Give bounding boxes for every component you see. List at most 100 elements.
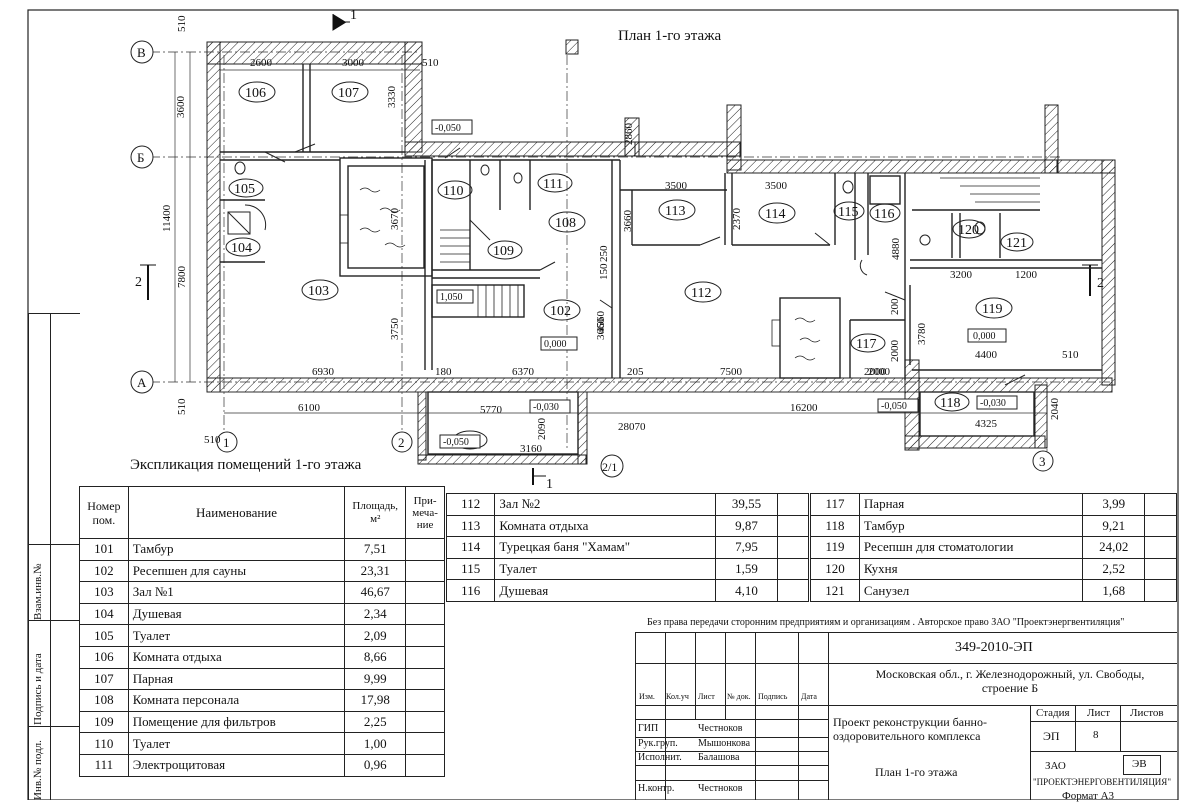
sauna-heater-icon — [339, 187, 821, 361]
cell-area: 2,52 — [1082, 557, 1146, 581]
cell-name: Парная — [127, 667, 346, 691]
side-label-replace: Взам.инв.№ — [32, 563, 44, 621]
svg-text:6100: 6100 — [298, 402, 321, 414]
toilet-icon — [234, 161, 986, 235]
svg-text:510: 510 — [1062, 349, 1079, 361]
svg-text:117: 117 — [856, 337, 876, 352]
cell-no: 120 — [810, 557, 860, 581]
cell-note — [1144, 557, 1177, 581]
col-name: Наименование — [127, 486, 346, 539]
svg-text:114: 114 — [765, 207, 785, 222]
level-marks: -0,050 1,050 0,000 -0,030 -0,050 -0,030 … — [431, 119, 1018, 449]
cell-area: 7,51 — [344, 538, 407, 561]
room-113: 113 — [658, 199, 696, 221]
svg-text:110: 110 — [443, 184, 463, 199]
stamp-col-kol: Кол.уч — [666, 692, 689, 701]
format-label: Формат А3 — [1062, 790, 1115, 802]
svg-text:2090: 2090 — [536, 418, 548, 441]
svg-text:106: 106 — [245, 86, 266, 101]
cell-area: 2,25 — [344, 710, 407, 734]
room-119: 119 — [975, 297, 1013, 319]
address: Московская обл., г. Железнодорожный, ул.… — [875, 667, 1145, 695]
svg-text:121: 121 — [1006, 236, 1027, 251]
interior-walls — [220, 64, 1102, 455]
svg-text:-0,050: -0,050 — [881, 401, 907, 412]
cell-note — [405, 732, 445, 755]
company-name: "ПРОЕКТЭНЕРГОВЕНТИЛЯЦИЯ" — [1033, 777, 1171, 787]
svg-text:115: 115 — [838, 205, 858, 220]
svg-text:3660: 3660 — [622, 210, 634, 233]
cell-note — [405, 538, 445, 561]
cell-area: 1,68 — [1082, 579, 1146, 602]
col-area: Площадь, м² — [344, 486, 407, 539]
svg-text:103: 103 — [308, 284, 329, 299]
svg-text:2600: 2600 — [250, 57, 273, 69]
door-swings — [244, 143, 1026, 386]
svg-text:7500: 7500 — [720, 366, 743, 378]
svg-text:-0,050: -0,050 — [435, 123, 461, 134]
svg-text:2/1: 2/1 — [602, 460, 617, 474]
svg-text:2370: 2370 — [731, 208, 743, 231]
room-115: 115 — [833, 201, 865, 221]
plan-title: План 1-го этажа — [618, 28, 721, 44]
col-number: Номер пом. — [79, 486, 129, 539]
svg-text:3780: 3780 — [916, 323, 928, 346]
svg-text:3160: 3160 — [520, 443, 543, 455]
cell-area: 2,34 — [344, 602, 407, 626]
svg-text:-0,030: -0,030 — [533, 402, 559, 413]
room-114: 114 — [758, 202, 796, 224]
cell-no: 103 — [79, 581, 129, 604]
cell-no: 101 — [79, 538, 129, 561]
cell-area: 1,00 — [344, 732, 407, 755]
cell-note — [1144, 493, 1177, 516]
cell-note — [405, 645, 445, 669]
svg-text:4560: 4560 — [595, 311, 607, 334]
cell-no: 108 — [79, 689, 129, 712]
cell-name: Санузел — [858, 579, 1084, 602]
svg-text:4400: 4400 — [975, 349, 998, 361]
svg-text:11400: 11400 — [161, 204, 173, 232]
svg-text:107: 107 — [338, 86, 359, 101]
svg-text:1200: 1200 — [1015, 269, 1038, 281]
room-121: 121 — [1000, 232, 1034, 252]
room-116: 116 — [869, 203, 901, 223]
svg-text:-0,050: -0,050 — [443, 437, 469, 448]
cell-area: 24,02 — [1082, 536, 1146, 559]
cell-no: 109 — [79, 710, 129, 734]
svg-text:16200: 16200 — [790, 402, 818, 414]
stamp-col-doc: № док. — [727, 692, 751, 701]
cell-area: 0,96 — [344, 753, 407, 777]
stamp-col-date: Дата — [801, 692, 817, 701]
role-head: Рук.груп. — [638, 738, 678, 749]
cell-name: Комната отдыха — [494, 514, 717, 538]
cell-name: Туалет — [494, 557, 717, 581]
cell-note — [405, 581, 445, 604]
cell-area: 23,31 — [344, 559, 407, 583]
svg-text:108: 108 — [555, 216, 576, 231]
cell-no: 110 — [79, 732, 129, 755]
cell-name: Кухня — [858, 557, 1084, 581]
svg-text:2: 2 — [135, 275, 142, 290]
svg-text:116: 116 — [874, 207, 894, 222]
svg-text:6370: 6370 — [512, 366, 535, 378]
cell-note — [1144, 536, 1177, 559]
cell-name: Душевая — [127, 602, 346, 626]
title-block: Без права передачи сторонним предприятия… — [635, 615, 1177, 800]
exterior-walls — [206, 41, 1116, 465]
svg-text:2: 2 — [1097, 276, 1104, 291]
svg-text:3750: 3750 — [389, 318, 401, 341]
project-name: Проект реконструкции банно-оздоровительн… — [833, 715, 987, 743]
company-label: ЗАО — [1045, 760, 1066, 772]
cell-name: Душевая — [494, 579, 717, 602]
